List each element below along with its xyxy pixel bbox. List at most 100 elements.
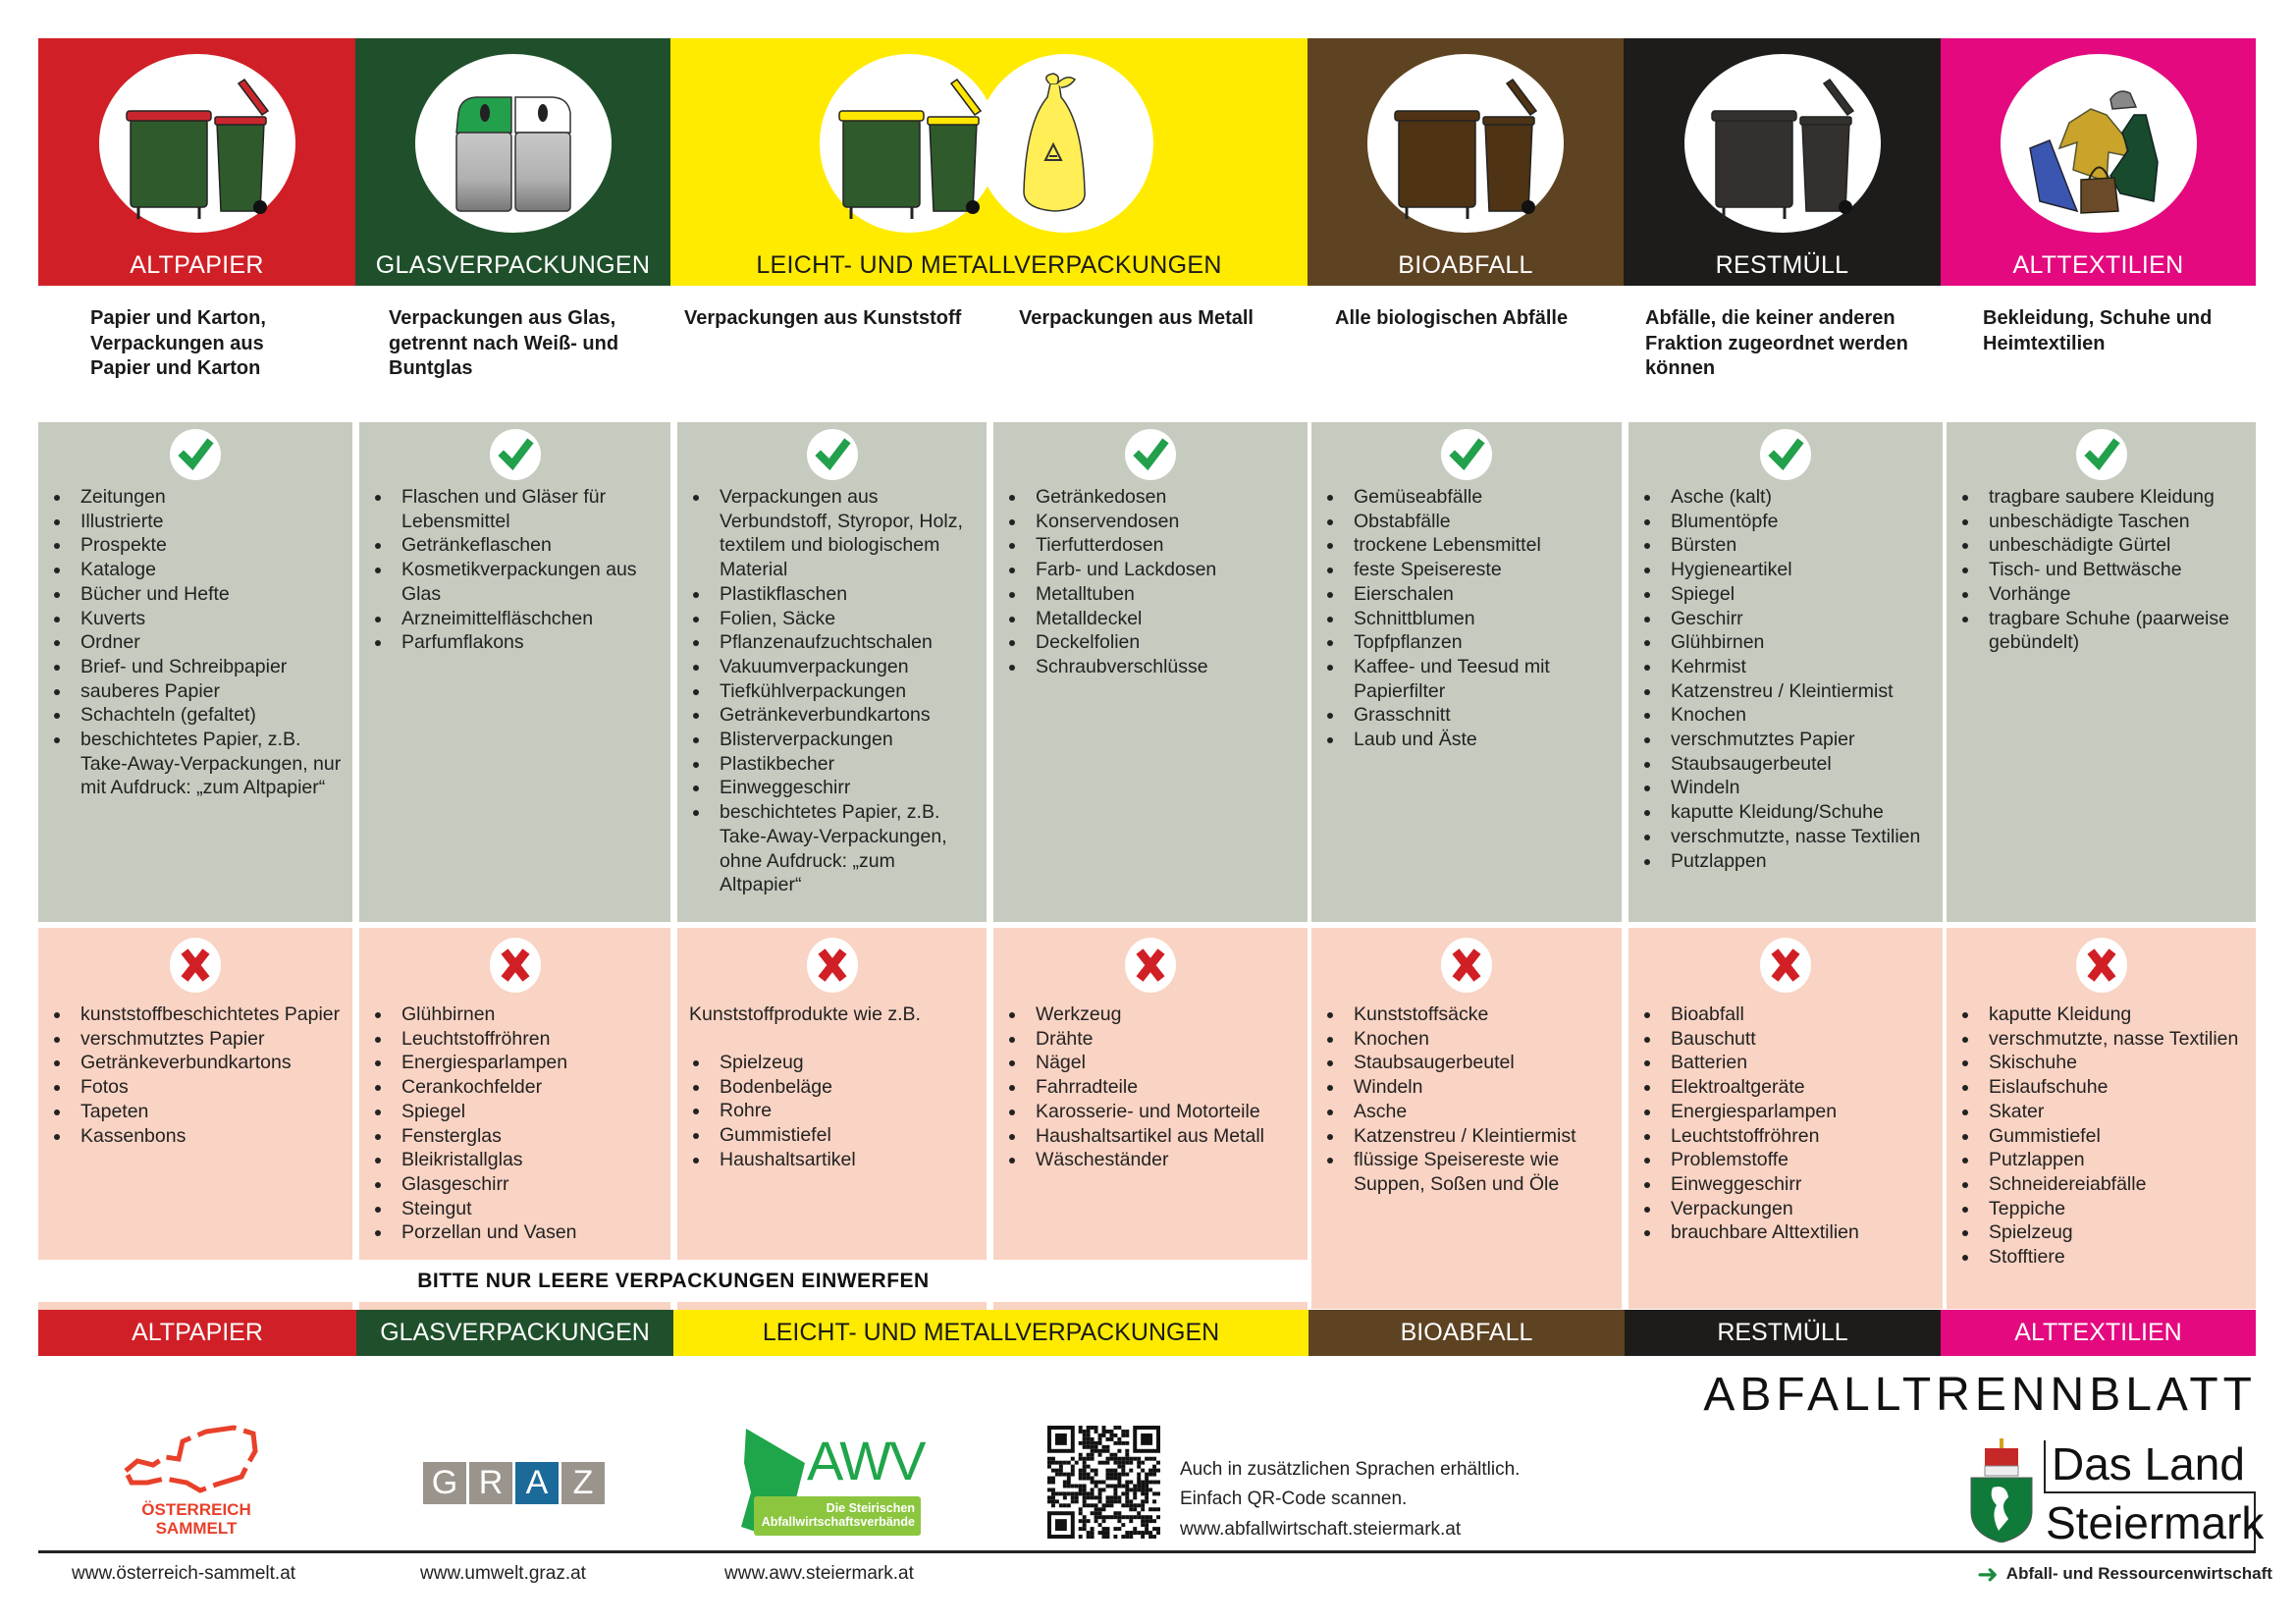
list-item: verschmutzte, nasse Textilien (1962, 1027, 2250, 1052)
cross-icon (1125, 938, 1176, 993)
list-item: Deckelfolien (1009, 630, 1302, 655)
list-item: Konservendosen (1009, 510, 1302, 534)
list-item: kaputte Kleidung (1962, 1002, 2250, 1027)
list-item: Kosmetikverpackungen aus Glas (375, 558, 665, 606)
list-item: Getränkeverbundkartons (693, 703, 981, 728)
list-item: Katzenstreu / Kleintiermist (1327, 1124, 1616, 1149)
steiermark-coat-of-arms-icon (1970, 1438, 2033, 1543)
qr-info-line: Auch in zusätzlichen Sprachen erhältlich… (1180, 1459, 1521, 1480)
list-item: Fotos (54, 1075, 347, 1100)
list-item: Haushaltsartikel (693, 1148, 981, 1172)
list-item: unbeschädigte Gürtel (1962, 533, 2250, 558)
list-item: Plastikbecher (693, 752, 981, 777)
list-intro: Kunststoffprodukte wie z.B. (689, 1003, 921, 1025)
list-item: Drähte (1009, 1027, 1302, 1052)
divider (38, 1302, 352, 1310)
footer-label-bioabfall: BIOABFALL (1308, 1310, 1625, 1356)
list-item: Topfpflanzen (1327, 630, 1616, 655)
cross-icon (170, 938, 221, 993)
textiles-icon (2000, 54, 2197, 233)
list-item: Gummistiefel (693, 1123, 981, 1148)
list-item: Putzlappen (1644, 849, 1937, 874)
list-item: Blumentöpfe (1644, 510, 1937, 534)
divider (677, 1302, 987, 1310)
footer-divider (38, 1550, 2256, 1553)
qr-code[interactable] (1047, 1426, 1160, 1539)
description-metall: Verpackungen aus Metall (1019, 307, 1254, 329)
list-item: Kuverts (54, 607, 347, 631)
list-item: Einweggeschirr (693, 776, 981, 800)
paper-bins-icon (98, 54, 295, 233)
yellow-bag-icon (1023, 73, 1086, 212)
list-item: feste Speisereste (1327, 558, 1616, 582)
list-item: Tierfutterdosen (1009, 533, 1302, 558)
list-item: Skischuhe (1962, 1051, 2250, 1075)
list-item: Problemstoffe (1644, 1148, 1937, 1172)
list-item: Glühbirnen (375, 1002, 665, 1027)
url-oesterreich-sammelt[interactable]: www.österreich-sammelt.at (72, 1563, 296, 1584)
list-item: Wäscheständer (1009, 1148, 1302, 1172)
url-umwelt-graz[interactable]: www.umwelt.graz.at (420, 1563, 586, 1584)
description-altpapier: Papier und Karton, Verpackungen aus Papi… (90, 307, 266, 379)
list-item: Spielzeug (1962, 1220, 2250, 1245)
list-item: Spiegel (1644, 582, 1937, 607)
header-glas: GLASVERPACKUNGEN (355, 38, 670, 286)
oesterreich-sammelt-text: ÖSTERREICH SAMMELT (141, 1500, 251, 1538)
glass-containers-icon (414, 54, 612, 233)
url-awv-steiermark[interactable]: www.awv.steiermark.at (724, 1563, 914, 1584)
list-item: Ordner (54, 630, 347, 655)
list-item: kaputte Kleidung/Schuhe (1644, 800, 1937, 825)
list-item: Grasschnitt (1327, 703, 1616, 728)
list-item: Illustrierte (54, 510, 347, 534)
check-icon (1125, 429, 1176, 480)
list-item: Energiesparlampen (375, 1051, 665, 1075)
check-icon (2075, 429, 2127, 480)
list-item: Bücher und Hefte (54, 582, 347, 607)
description-bioabfall: Alle biologischen Abfälle (1335, 307, 1569, 329)
allowed-list: Verpackungen aus Verbundstoff, Styropor,… (677, 485, 987, 897)
list-item: Asche (kalt) (1644, 485, 1937, 510)
land-steiermark-logo: Das Land Steiermark (1969, 1436, 2264, 1552)
list-item: Gummistiefel (1962, 1124, 2250, 1149)
list-item: verschmutztes Papier (54, 1027, 347, 1052)
column-label: ALTTEXTILIEN (2012, 251, 2184, 279)
list-item: Karosserie- und Motorteile (1009, 1100, 1302, 1124)
list-item: Katzenstreu / Kleintiermist (1644, 679, 1937, 704)
list-item: Kehrmist (1644, 655, 1937, 679)
residual-bins-icon (1683, 54, 1881, 233)
list-item: Obstabfälle (1327, 510, 1616, 534)
qr-info-link[interactable]: www.abfallwirtschaft.steiermark.at (1180, 1519, 1462, 1540)
list-item: Stofftiere (1962, 1245, 2250, 1270)
list-item: Zeitungen (54, 485, 347, 510)
bio-bins-icon (1367, 54, 1564, 233)
list-item: Elektroaltgeräte (1644, 1075, 1937, 1100)
list-item: Porzellan und Vasen (375, 1220, 665, 1245)
list-item: Bodenbeläge (693, 1075, 981, 1100)
check-icon (1441, 429, 1492, 480)
check-icon (1760, 429, 1811, 480)
list-item: Schneidereiabfälle (1962, 1172, 2250, 1197)
column-label: LEICHT- UND METALLVERPACKUNGEN (756, 251, 1222, 279)
list-item: Bleikristallglas (375, 1148, 665, 1172)
list-item: Spiegel (375, 1100, 665, 1124)
column-label: ALTPAPIER (130, 251, 264, 279)
list-item: Vakuumverpackungen (693, 655, 981, 679)
list-item: beschichtetes Papier, z.B. Take-Away-Ver… (693, 800, 981, 897)
page-title: ABFALLTRENNBLATT (1703, 1369, 2257, 1421)
list-item: Bürsten (1644, 533, 1937, 558)
list-item: sauberes Papier (54, 679, 347, 704)
list-item: Prospekte (54, 533, 347, 558)
list-item: Geschirr (1644, 607, 1937, 631)
list-item: Asche (1327, 1100, 1616, 1124)
column-label: BIOABFALL (1398, 251, 1533, 279)
